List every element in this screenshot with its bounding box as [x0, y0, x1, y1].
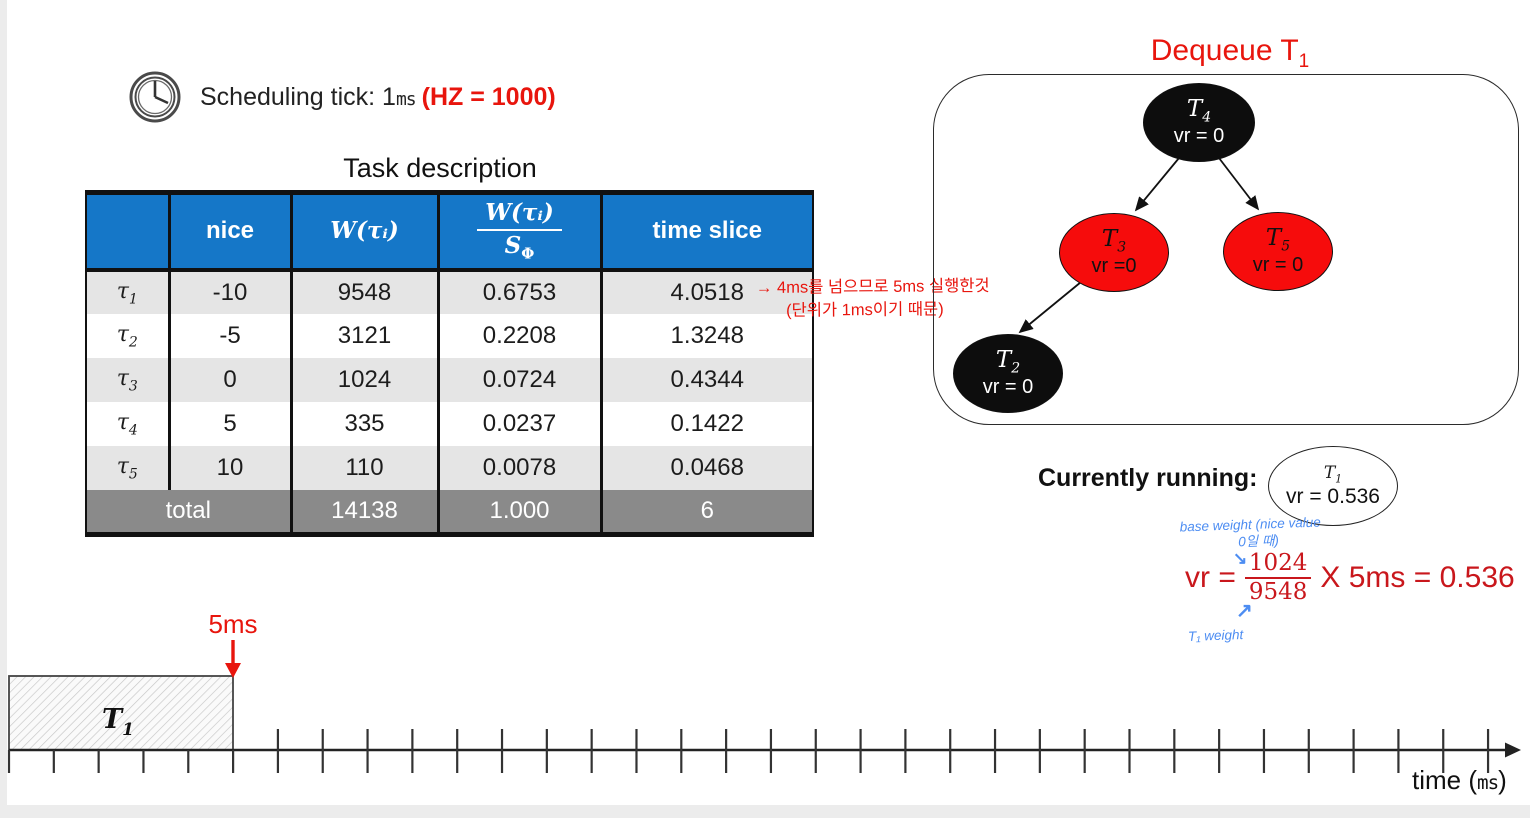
ratio-value: 0.0078 [436, 445, 601, 490]
header-nice: nice [167, 192, 291, 272]
dequeue-title: Dequeue T1 [1150, 34, 1310, 72]
formula-rhs: X 5ms = 0.536 [1320, 561, 1515, 595]
t1-bar-label: T1 [102, 704, 134, 740]
t1-execution-bar [8, 675, 234, 751]
formula-lhs: vr = [1185, 561, 1236, 595]
table-total-row: total 14138 1.000 6 [86, 489, 813, 535]
slice-value: 0.0468 [599, 445, 813, 490]
slide-left-margin [0, 0, 7, 818]
slide-bottom-margin [0, 805, 1530, 818]
ms-unit: ms [395, 88, 417, 110]
vr-value: vr = 0 [1173, 125, 1225, 148]
currently-running-label: Currently running: [1038, 464, 1258, 492]
five-ms-marker-arrowhead [225, 663, 241, 678]
tree-node-t5: T5 vr = 0 [1223, 212, 1333, 291]
total-weight: 14138 [289, 489, 438, 535]
tree-node-t2: T2 vr = 0 [953, 334, 1063, 413]
weight-value: 1024 [289, 357, 438, 402]
task-description-table: nice W(τᵢ) W(τᵢ) SΦ time slice τ1 -10 95… [85, 190, 814, 537]
blue-arrow-up-icon: ↗ [1236, 600, 1253, 622]
ratio-fraction: W(τᵢ) SΦ [477, 199, 562, 262]
handwritten-note-blue-top: base weight (nice value 0일 때) [1179, 514, 1321, 550]
scheduling-tick-prefix: Scheduling tick: 1 [200, 82, 396, 111]
table-row: τ5 10 110 0.0078 0.0468 [86, 445, 813, 490]
weight-value: 3121 [289, 313, 438, 358]
task-label: τ4 [116, 410, 138, 439]
runqueue-container [933, 74, 1519, 425]
table-row: τ4 5 335 0.0237 0.1422 [86, 401, 813, 446]
table-row: τ2 -5 3121 0.2208 1.3248 [86, 313, 813, 358]
vr-value: vr = 0 [982, 376, 1034, 399]
time-axis-arrowhead [1505, 742, 1521, 758]
scheduling-tick-text: Scheduling tick: 1ms(HZ = 1000) [200, 83, 556, 112]
task-label: τ5 [116, 454, 138, 483]
currently-running-node: T1 vr = 0.536 [1268, 446, 1398, 526]
execution-timeline: T1 5ms [7, 609, 1521, 773]
vr-value: vr =0 [1091, 255, 1137, 278]
edge-t4-t5 [1218, 157, 1260, 211]
nice-value: -10 [167, 269, 291, 314]
total-label: total [86, 489, 291, 535]
slice-value: 4.0518 [599, 269, 813, 314]
blue-arrow-down-icon: ↘ [1233, 549, 1248, 568]
ratio-value: 0.0237 [436, 401, 601, 446]
five-ms-marker-label: 5ms [208, 609, 257, 639]
header-weight: W(τᵢ) [289, 192, 438, 272]
task-label: τ1 [116, 279, 138, 308]
weight-value: 335 [289, 401, 438, 446]
vr-value: vr = 0.536 [1286, 485, 1380, 509]
clock-icon [129, 71, 181, 123]
slice-value: 0.4344 [599, 357, 813, 402]
tree-node-t4: T4 vr = 0 [1143, 83, 1255, 162]
header-time-slice: time slice [599, 192, 813, 272]
header-ratio: W(τᵢ) SΦ [436, 192, 601, 272]
axis-ticks [7, 729, 1490, 773]
table-title: Task description [343, 153, 537, 183]
total-ratio: 1.000 [436, 489, 601, 535]
table-header: nice W(τᵢ) W(τᵢ) SΦ time slice [86, 192, 813, 272]
table-row: τ3 0 1024 0.0724 0.4344 [86, 357, 813, 402]
ratio-value: 0.6753 [436, 269, 601, 314]
time-axis-label: time (ms) [1412, 765, 1507, 795]
nice-value: 5 [167, 401, 291, 446]
vr-value: vr = 0 [1252, 254, 1304, 277]
hz-value: (HZ = 1000) [421, 82, 556, 111]
tree-node-t3: T3 vr =0 [1059, 213, 1169, 292]
nice-value: 0 [167, 357, 291, 402]
tree-edges [1018, 157, 1260, 334]
edge-t3-t2 [1018, 281, 1082, 334]
weight-value: 110 [289, 445, 438, 490]
table-row: τ1 -10 9548 0.6753 4.0518 [86, 269, 813, 314]
nice-value: -5 [167, 313, 291, 358]
task-label: τ2 [116, 322, 138, 351]
ratio-value: 0.2208 [436, 313, 601, 358]
ratio-value: 0.0724 [436, 357, 601, 402]
formula-fraction: 1024 9548 [1244, 550, 1312, 606]
total-slice: 6 [599, 489, 813, 535]
slice-value: 1.3248 [599, 313, 813, 358]
vruntime-formula: vr = 1024 9548 X 5ms = 0.536 [1185, 550, 1515, 606]
nice-value: 10 [167, 445, 291, 490]
slice-value: 0.1422 [599, 401, 813, 446]
task-label: τ3 [116, 366, 138, 395]
scheduling-tick-row: Scheduling tick: 1ms(HZ = 1000) [128, 70, 556, 124]
header-task [86, 192, 169, 272]
weight-value: 9548 [289, 269, 438, 314]
edge-t4-t3 [1134, 157, 1180, 212]
